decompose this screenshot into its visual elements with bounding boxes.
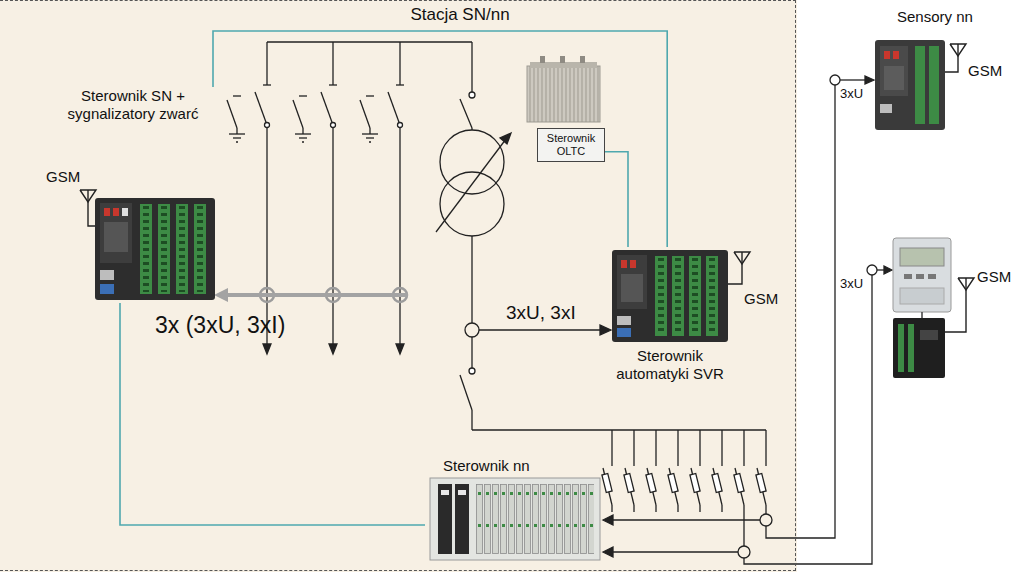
meter-picture (893, 238, 951, 378)
signal-label: GSM (744, 290, 778, 308)
communication-link (120, 303, 425, 525)
signal-label: Sensory nn (897, 8, 973, 26)
controller-node: Sterownik SN + sygnalizatory zwarć (48, 87, 218, 303)
measurement-arrow (214, 288, 408, 302)
antenna-symbol (80, 190, 96, 226)
signal-label: 3x (3xU, 3xI) (155, 312, 285, 340)
antenna-symbol (945, 44, 966, 72)
antenna-symbol (945, 278, 974, 332)
node-text: Sterownik OLTC (542, 132, 600, 158)
signal-label: GSM (46, 168, 80, 186)
controller-picture (612, 250, 728, 342)
communication-link (605, 152, 628, 247)
node-text: Stacja SN/nn (400, 5, 520, 25)
lv-feeders (602, 75, 892, 564)
transformer-branch (436, 42, 766, 430)
controller-node: Sterownik nn (425, 456, 603, 564)
communication-link (213, 31, 667, 247)
signal-label: GSM (977, 268, 1011, 286)
controller-node: Sterownik automatyki SVR (600, 247, 740, 397)
signal-label: 3xU (840, 276, 863, 292)
antenna-symbol (728, 252, 750, 284)
transformer-picture (527, 56, 600, 122)
node-text: Sterownik SN + sygnalizatory zwarć (48, 87, 218, 123)
node-text: Sterownik nn (443, 457, 621, 475)
controller-picture (95, 198, 215, 300)
mv-switchgear (227, 42, 472, 354)
station-ground (0, 0, 797, 572)
sensor-picture (875, 40, 945, 130)
node-text: Sterownik automatyki SVR (600, 347, 740, 383)
signal-label: GSM (968, 62, 1002, 80)
oltc-box: Sterownik OLTC (537, 128, 605, 162)
station-region: Stacja SN/nnSterownik SN + sygnalizatory… (0, 0, 796, 571)
controller-picture (430, 478, 600, 560)
signal-label: 3xU, 3xI (506, 302, 576, 325)
signal-label: 3xU (840, 86, 863, 102)
